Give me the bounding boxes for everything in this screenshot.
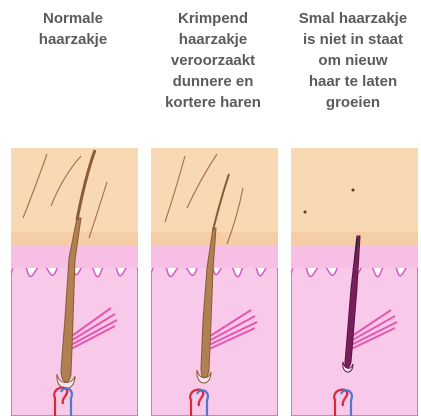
dermis-layer [151, 257, 278, 416]
caption-shrinking-follicle: Krimpend haarzakje veroorzaakt dunnere e… [148, 8, 278, 113]
caption-normal-follicle: Normale haarzakje [12, 8, 134, 50]
panel-shrinking-follicle [151, 148, 278, 416]
hair-stub-dot-2 [352, 189, 355, 192]
caption-narrow-follicle: Smal haarzakje is niet in staat om nieuw… [288, 8, 418, 113]
panel-narrow-follicle [291, 148, 418, 416]
hair-stub-dot-1 [304, 211, 307, 214]
normal-hair-follicle-diagram [11, 148, 138, 416]
narrow-hair-follicle-diagram [291, 148, 418, 416]
shrinking-hair-follicle-diagram [151, 148, 278, 416]
epidermis-layer [291, 148, 418, 246]
epidermis-band [291, 232, 418, 246]
panel-normal-follicle [11, 148, 138, 416]
